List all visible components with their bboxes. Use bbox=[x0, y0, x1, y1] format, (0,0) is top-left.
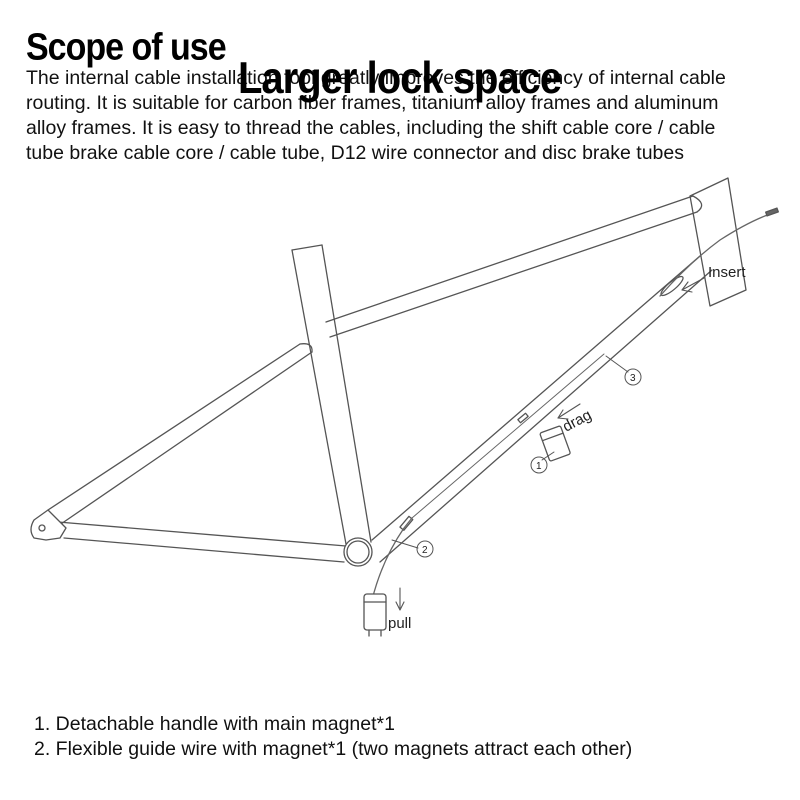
pull-label: pull bbox=[388, 615, 411, 632]
parts-list: 1. Detachable handle with main magnet*1 … bbox=[34, 712, 632, 762]
chain-stay bbox=[57, 521, 347, 563]
overlay-heading: Larger lock space bbox=[238, 54, 562, 104]
rear-dropout bbox=[30, 509, 67, 541]
callout-2: 2 bbox=[422, 545, 428, 556]
callout-circle-3 bbox=[624, 368, 642, 386]
callout-1: 1 bbox=[536, 461, 542, 472]
section-title: Scope of use bbox=[26, 26, 227, 69]
bottom-bracket bbox=[343, 537, 373, 567]
parts-list-item: 1. Detachable handle with main magnet*1 bbox=[34, 713, 395, 735]
down-tube bbox=[371, 255, 713, 563]
top-tube bbox=[325, 195, 703, 338]
handle-tool bbox=[539, 425, 571, 462]
insert-label: Insert bbox=[708, 264, 746, 281]
pull-arrow-icon bbox=[395, 587, 405, 611]
seat-stay bbox=[47, 343, 313, 527]
cable-exit-port bbox=[399, 515, 414, 531]
magnet-cylinder bbox=[363, 593, 387, 637]
callout-circle-2 bbox=[416, 540, 434, 558]
insert-arrow-icon bbox=[681, 277, 705, 293]
parts-list-item: 2. Flexible guide wire with magnet*1 (tw… bbox=[34, 738, 633, 760]
inner-magnet bbox=[517, 412, 529, 424]
description-text: The internal cable installation tool gre… bbox=[26, 67, 726, 164]
drag-arrow-icon bbox=[557, 403, 581, 420]
cable-entry-port bbox=[660, 275, 684, 297]
callout-circle-1 bbox=[530, 456, 548, 474]
guide-wire bbox=[371, 517, 413, 601]
seat-tube bbox=[291, 244, 372, 545]
callout-3: 3 bbox=[630, 373, 636, 384]
drag-label: drag bbox=[560, 406, 594, 435]
outer-cable bbox=[659, 213, 771, 297]
